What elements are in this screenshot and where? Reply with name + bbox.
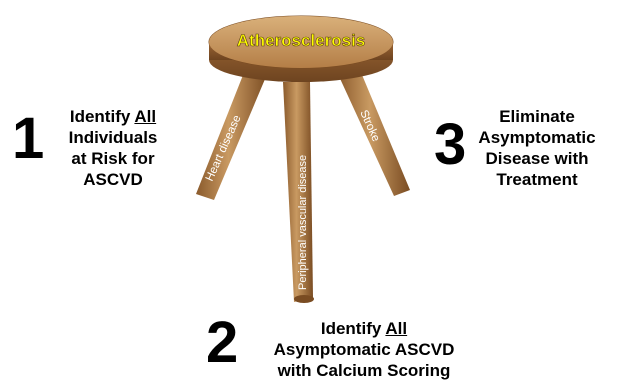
pillar-1-number: 1 bbox=[12, 110, 44, 168]
pillar-3-line-4: Treatment bbox=[475, 169, 599, 190]
seat-label: Atherosclerosis bbox=[237, 31, 366, 50]
pillar-2-line-2: Asymptomatic ASCVD bbox=[258, 339, 470, 360]
pillar-3-line-2: Asymptomatic bbox=[475, 127, 599, 148]
pillar-3-line-3: Disease with bbox=[475, 148, 599, 169]
pillar-2-text: Identify All Asymptomatic ASCVD with Cal… bbox=[258, 318, 470, 381]
pillar-3-text: Eliminate Asymptomatic Disease with Trea… bbox=[475, 106, 599, 190]
pillar-3-number: 3 bbox=[434, 116, 466, 174]
pillar-2-line-3: with Calcium Scoring bbox=[258, 360, 470, 381]
pillar-3-line-1: Eliminate bbox=[475, 106, 599, 127]
center-leg-label: Peripheral vascular disease bbox=[297, 155, 309, 290]
pillar-1-line-2: Individuals bbox=[50, 127, 176, 148]
pillar-1-line-4: ASCVD bbox=[50, 169, 176, 190]
pillar-2-line-1: Identify All bbox=[258, 318, 470, 339]
pillar-1-text: Identify All Individuals at Risk for ASC… bbox=[50, 106, 176, 190]
pillar-2-number: 2 bbox=[206, 314, 238, 372]
pillar-1-line-1: Identify All bbox=[50, 106, 176, 127]
pillar-1-line-3: at Risk for bbox=[50, 148, 176, 169]
